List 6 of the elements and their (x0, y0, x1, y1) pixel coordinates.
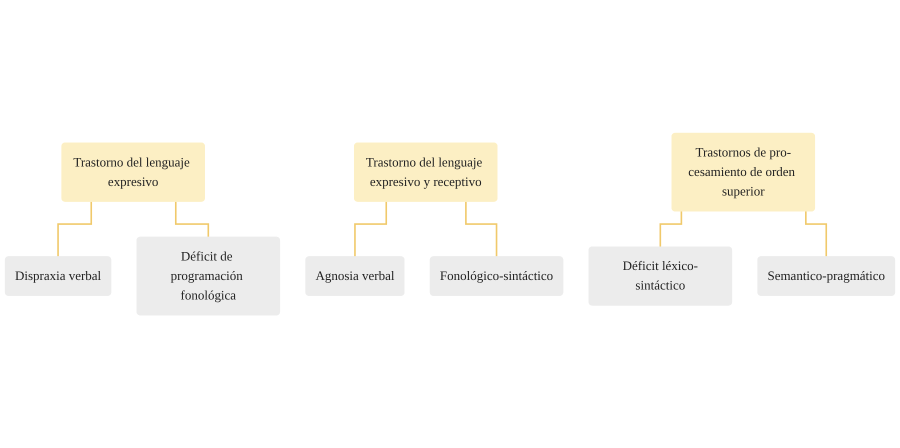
connector (465, 202, 498, 258)
connector (57, 202, 92, 258)
connector (354, 202, 388, 258)
connector (805, 211, 828, 258)
connector (174, 202, 210, 238)
connector (660, 211, 682, 248)
